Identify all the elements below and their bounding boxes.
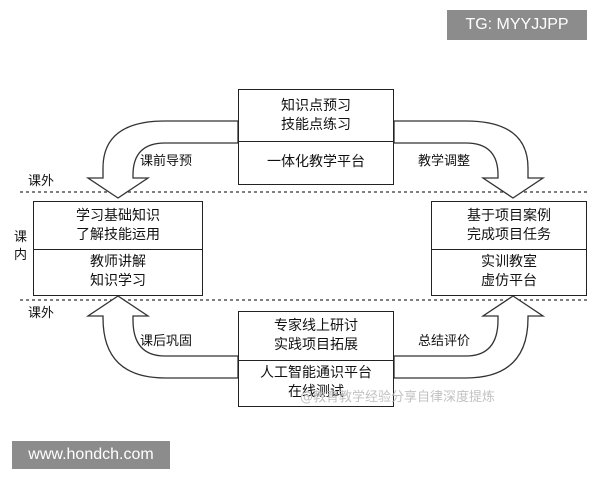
arrow-top-right [393,120,546,199]
box-preview-top: 知识点预习 技能点练习 [239,90,393,142]
box-extension-bottom: 人工智能通识平台 在线测试 [239,360,393,406]
box-extension-top: 专家线上研讨 实践项目拓展 [239,312,393,361]
arrow-label-pre-class: 课前导预 [140,154,193,169]
zone-label-inner: 课内 [14,230,28,263]
box-project-line-1: 基于项目案例 [467,207,551,224]
box-extension-line-2: 实践项目拓展 [274,337,358,353]
watermark-tag: TG: MYYJJPP [447,10,587,40]
arrow-bottom-right [393,295,546,379]
box-extension-line-1: 专家线上研讨 [274,318,358,334]
box-classroom-line-1: 学习基础知识 [76,207,160,224]
zone-label-outer-top: 课外 [28,174,55,189]
box-extension: 专家线上研讨 实践项目拓展 人工智能通识平台 在线测试 [238,311,394,407]
photo-watermark: @教育教学经验分享自律深度提炼 [300,390,496,405]
arrow-label-evaluate: 总结评价 [418,334,471,349]
arrow-bottom-left [85,295,239,379]
box-project-line-2: 完成项目任务 [467,226,551,243]
box-classroom-learning: 学习基础知识 了解技能运用 教师讲解 知识学习 [33,201,203,296]
box-project-bottom: 实训教室 虚仿平台 [432,249,586,295]
arrow-label-adjust: 教学调整 [418,154,471,169]
box-extension-line-4: 在线测试 [288,384,344,400]
site-tag: www.hondch.com [12,441,170,469]
box-preview: 知识点预习 技能点练习 一体化教学平台 [238,89,394,185]
box-project-top: 基于项目案例 完成项目任务 [432,202,586,250]
box-classroom-bottom: 教师讲解 知识学习 [34,249,202,295]
box-classroom-line-3: 教师讲解 [90,254,146,270]
box-preview-line-1: 知识点预习 [281,97,351,114]
box-extension-line-3: 人工智能通识平台 [260,365,372,381]
arrow-label-post-class: 课后巩固 [140,334,193,349]
zone-label-outer-bottom: 课外 [28,306,55,321]
box-classroom-line-4: 知识学习 [90,273,146,289]
box-preview-platform: 一体化教学平台 [267,154,365,170]
box-classroom-line-2: 了解技能运用 [76,226,160,243]
box-classroom-top: 学习基础知识 了解技能运用 [34,202,202,250]
box-project-tasks: 基于项目案例 完成项目任务 实训教室 虚仿平台 [431,201,587,296]
box-project-line-4: 虚仿平台 [481,273,537,289]
arrow-top-left [85,120,239,199]
box-preview-bottom: 一体化教学平台 [239,141,393,184]
box-project-line-3: 实训教室 [481,254,537,270]
box-preview-line-2: 技能点练习 [281,116,351,133]
